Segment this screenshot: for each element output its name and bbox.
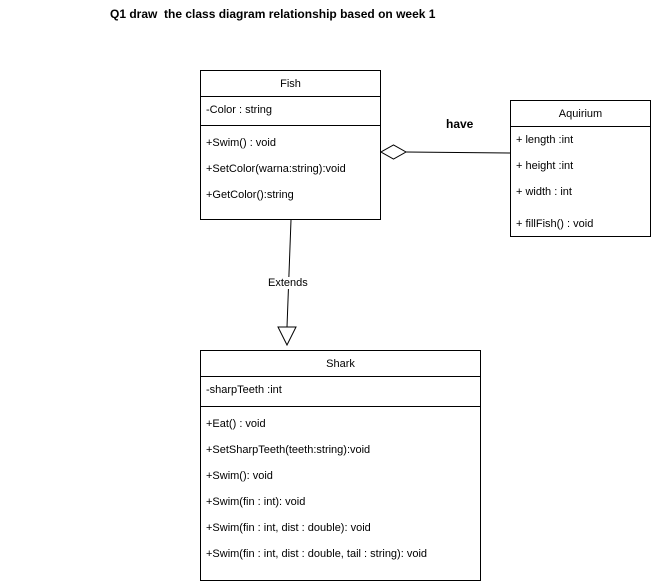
class-aquarium[interactable]: Aquirium + length :int + height :int + w… <box>510 100 651 237</box>
inheritance-line[interactable] <box>286 219 292 328</box>
class-aquarium-operations: + fillFish() : void <box>511 205 650 237</box>
aggregation-label: have <box>446 117 474 131</box>
operation-swim-fin-dist: +Swim(fin : int, dist : double): void <box>206 522 371 534</box>
attribute-height: + height :int <box>516 160 574 172</box>
attribute-width: + width : int <box>516 186 572 198</box>
class-fish-attributes: -Color : string <box>201 97 380 126</box>
operation-swim: +Swim(): void <box>206 470 273 482</box>
inheritance-label: Extends <box>268 277 308 289</box>
inheritance-triangle-icon <box>277 326 297 347</box>
attribute-length: + length :int <box>516 134 574 146</box>
operation-set-color: +SetColor(warna:string):void <box>206 163 346 175</box>
operation-fill-fish: + fillFish() : void <box>516 218 594 230</box>
class-aquarium-attributes: + length :int + height :int + width : in… <box>511 127 650 205</box>
class-fish-operations: +Swim() : void +SetColor(warna:string):v… <box>201 126 380 208</box>
aggregation-diamond-icon <box>379 144 408 160</box>
diagram-title: Q1 draw the class diagram relationship b… <box>110 7 436 21</box>
attribute-sharp-teeth: -sharpTeeth :int <box>206 384 282 396</box>
class-aquarium-name: Aquirium <box>511 101 650 127</box>
aggregation-line[interactable] <box>405 151 511 154</box>
attribute-color: -Color : string <box>206 104 273 116</box>
class-fish-name: Fish <box>201 71 380 97</box>
class-fish[interactable]: Fish -Color : string +Swim() : void +Set… <box>200 70 381 220</box>
class-shark[interactable]: Shark -sharpTeeth :int +Eat() : void +Se… <box>200 350 481 581</box>
class-shark-name: Shark <box>201 351 480 377</box>
operation-eat: +Eat() : void <box>206 418 266 430</box>
operation-swim: +Swim() : void <box>206 137 276 149</box>
class-shark-operations: +Eat() : void +SetSharpTeeth(teeth:strin… <box>201 407 480 567</box>
class-shark-attributes: -sharpTeeth :int <box>201 377 480 407</box>
operation-set-sharp-teeth: +SetSharpTeeth(teeth:string):void <box>206 444 371 456</box>
operation-swim-fin: +Swim(fin : int): void <box>206 496 306 508</box>
operation-get-color: +GetColor():string <box>206 189 294 201</box>
operation-swim-fin-dist-tail: +Swim(fin : int, dist : double, tail : s… <box>206 548 428 560</box>
